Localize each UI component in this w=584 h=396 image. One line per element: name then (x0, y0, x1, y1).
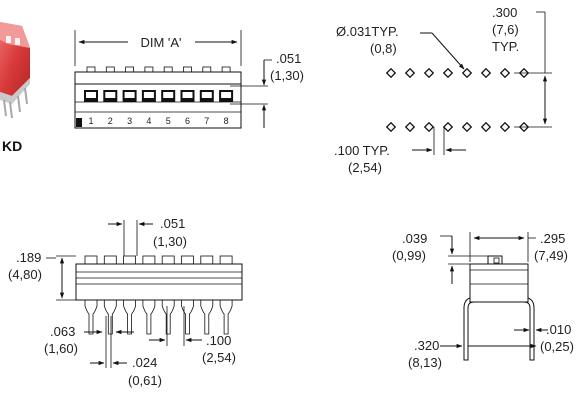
lead-thickness-mm: (0,25) (540, 339, 574, 354)
top-tab (183, 66, 192, 73)
pin (200, 300, 214, 335)
pad-hole (404, 67, 416, 79)
hole-dim-mm: (0,8) (370, 41, 397, 56)
pad-hole (423, 121, 435, 133)
pin-number: 7 (204, 116, 209, 126)
pitch-in: .100 TYP. (334, 143, 390, 158)
switch-top (181, 255, 194, 265)
lead-span-in: .320 (414, 338, 439, 353)
switch-top (123, 255, 136, 265)
top-tab (125, 66, 134, 73)
switch-window (86, 92, 96, 98)
dim-a-label: DIM 'A' (140, 35, 181, 50)
pin-number: 4 (146, 116, 151, 126)
pin-pitch-mm: (2,54) (202, 350, 236, 365)
lead-span-mm: (8,13) (408, 355, 442, 370)
pad-hole (461, 67, 473, 79)
pin (161, 300, 175, 335)
switch-window (182, 92, 193, 98)
body-width-mm: (7,49) (534, 248, 568, 263)
pin (103, 300, 117, 335)
pin-number: 6 (185, 116, 190, 126)
switch-top (219, 255, 233, 265)
top-tab (105, 66, 115, 73)
height-dim-in: .051 (276, 51, 301, 66)
product-photo (0, 22, 30, 119)
pad-hole (385, 67, 397, 79)
row-spacing-note: TYP. (492, 39, 519, 54)
side-view: .295 (7,49) .039 (0,99) .320 (8,13) .010… (392, 231, 574, 370)
switch-width-mm: (1,30) (153, 234, 187, 249)
pin (84, 300, 98, 335)
pin-number: 8 (224, 116, 229, 126)
switch-top (142, 255, 156, 265)
pin-width-in: .024 (132, 355, 157, 370)
pin-width-mm: (0,61) (128, 373, 162, 388)
lead-thickness-in: .010 (546, 322, 571, 337)
pad-hole (442, 67, 454, 79)
switch-window (163, 92, 174, 98)
pin (219, 300, 233, 335)
switch-top (103, 255, 117, 265)
top-tab (86, 66, 96, 73)
pin-number: 3 (127, 116, 132, 126)
switch-top (200, 255, 214, 265)
top-tab (144, 66, 154, 73)
pad-hole (423, 67, 435, 79)
actuator-mm: (0,99) (392, 248, 426, 263)
pin (142, 300, 156, 335)
switch-width-in: .051 (160, 216, 185, 231)
pad-hole (499, 121, 511, 133)
pin-pitch-in: .100 (206, 333, 231, 348)
pin-shoulder-mm: (1,60) (44, 341, 78, 356)
body-width-in: .295 (540, 231, 565, 246)
footprint-view: Ø.031TYP. (0,8) .300 (7,6) TYP. .100 TYP… (334, 5, 552, 175)
pad-hole (480, 67, 492, 79)
hole-dim-in: Ø.031TYP. (336, 24, 399, 39)
pad-hole (385, 121, 397, 133)
top-tab (202, 66, 212, 73)
body-height-mm: (4,80) (8, 267, 42, 282)
actuator-in: .039 (402, 231, 427, 246)
top-tab (163, 66, 173, 73)
pin-number: 1 (88, 116, 93, 126)
pin-shoulder-in: .063 (50, 324, 75, 339)
switch-window (105, 92, 116, 98)
pad-hole (461, 121, 473, 133)
pin (123, 300, 136, 335)
body-height-in: .189 (16, 250, 41, 265)
product-suffix: KD (2, 138, 22, 154)
pin-number: 2 (108, 116, 113, 126)
row-spacing-mm: (7,6) (492, 22, 519, 37)
pad-hole (499, 67, 511, 79)
pad-hole (404, 121, 416, 133)
switch-window (124, 92, 135, 98)
switch-top (161, 255, 175, 265)
switch-top (84, 255, 98, 265)
pitch-mm: (2,54) (348, 160, 382, 175)
pin-number: 5 (166, 116, 171, 126)
pad-hole (480, 121, 492, 133)
switch-window (143, 92, 154, 98)
pad-hole (442, 121, 454, 133)
top-view: DIM 'A' 1 2 3 4 5 6 7 8 .051 (1,30) (74, 30, 304, 129)
switch-window (221, 92, 232, 98)
top-tab (221, 66, 231, 73)
height-dim-mm: (1,30) (270, 68, 304, 83)
pin (181, 300, 194, 335)
front-view: .051 (1,30) .189 (4,80) .063 (1,60) .024… (8, 216, 243, 388)
switch-window (201, 92, 212, 98)
row-spacing-in: .300 (492, 5, 517, 20)
